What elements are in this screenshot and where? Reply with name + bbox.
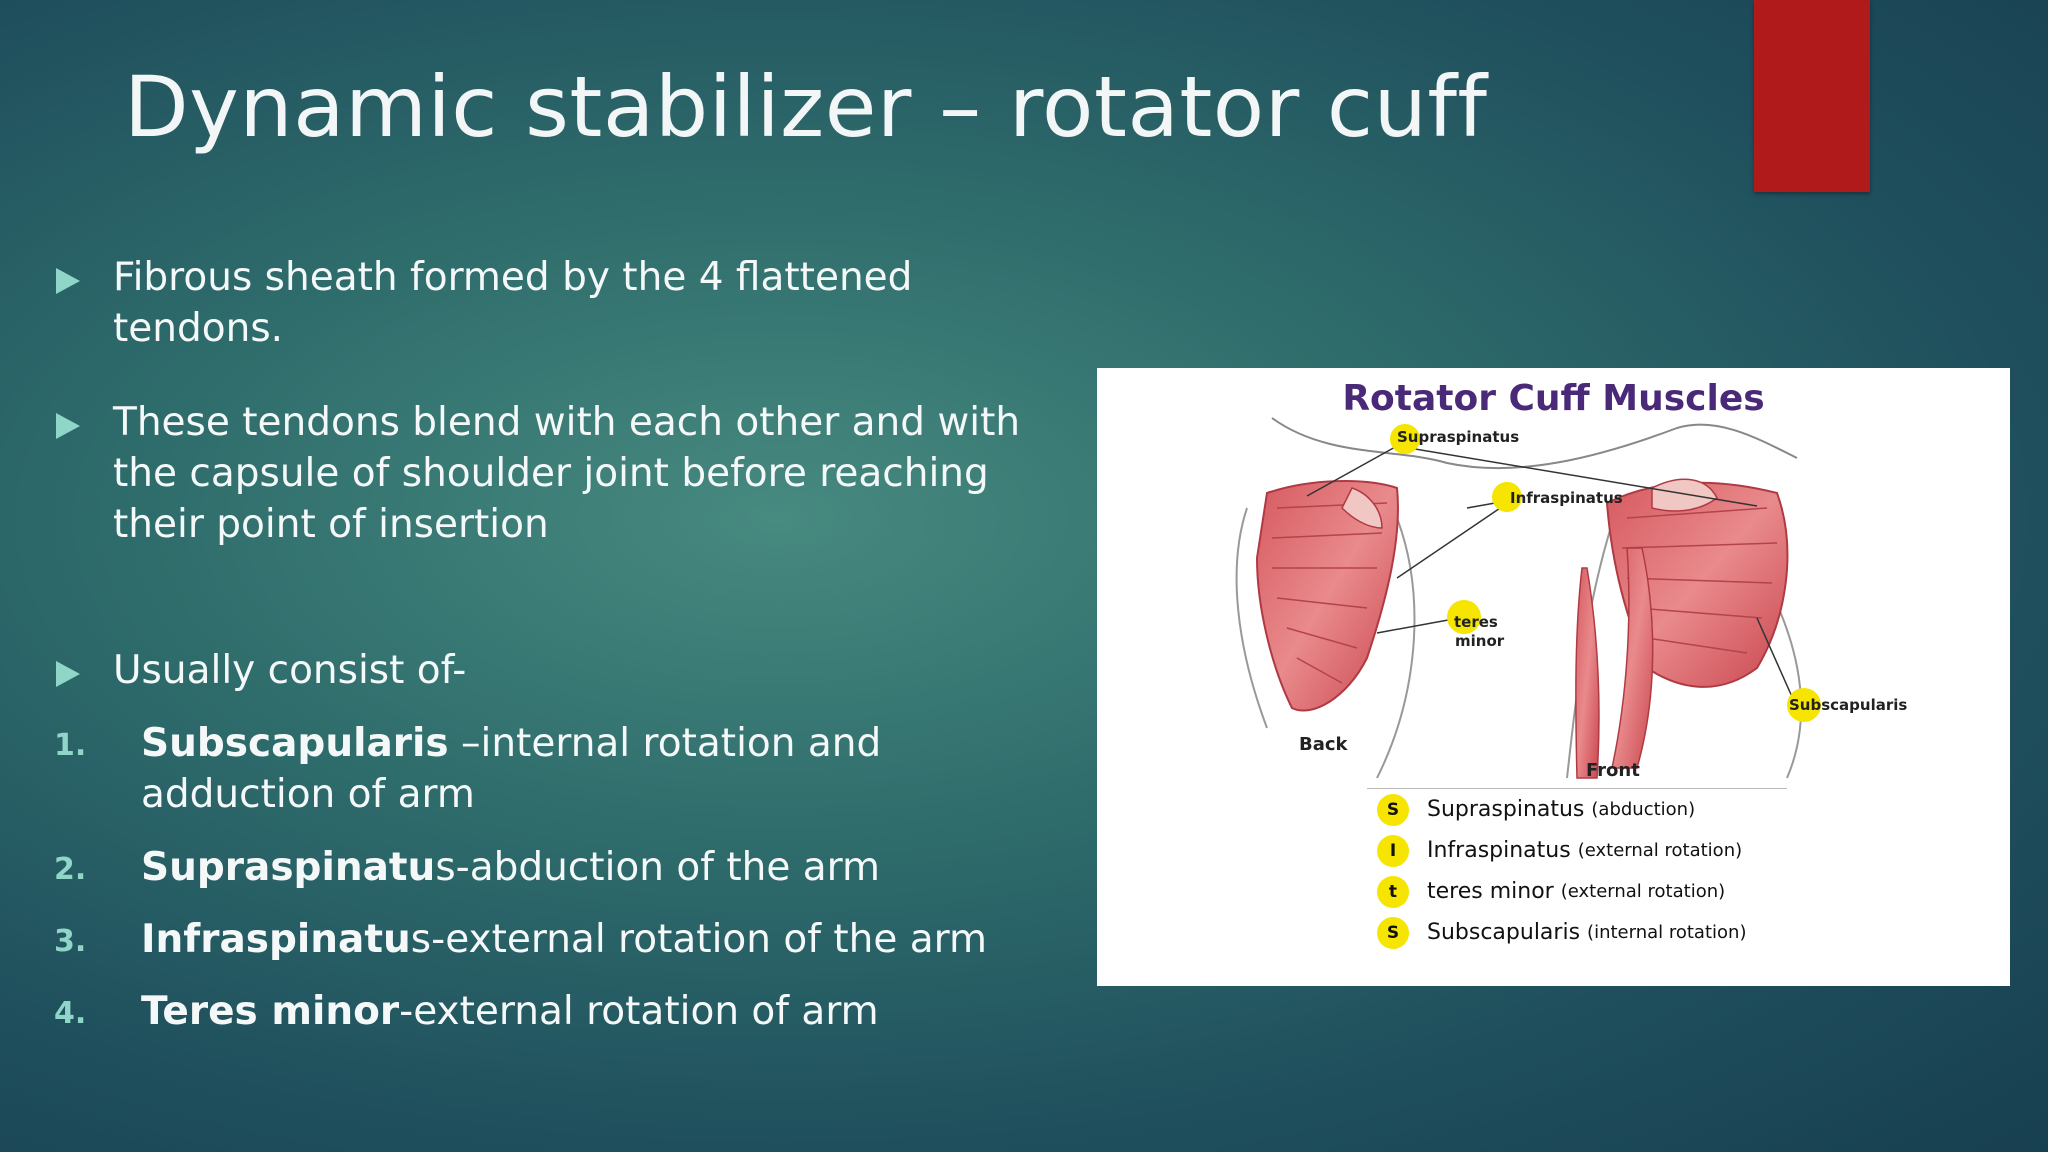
muscle-action: –internal rotation and adduction of arm [141,721,882,817]
item-number: 3. [54,924,87,959]
muscle-name: Subscapularis [141,721,449,766]
label-dot-icon [1492,482,1522,512]
legend-badge-icon: S [1377,793,1409,826]
legend-name: Supraspinatus [1427,797,1585,822]
label-minor: minor [1455,632,1505,650]
label-teres: teres [1454,613,1498,631]
item-number: 4. [54,996,87,1031]
legend-name: Subscapularis [1427,920,1581,945]
triangle-bullet-icon [56,413,80,439]
label-back: Back [1299,734,1348,755]
numbered-item: 1. Subscapularis –internal rotation and … [54,718,1084,820]
slide-title: Dynamic stabilizer – rotator cuff [124,58,1488,156]
numbered-item: 2. Supraspinatus-abduction of the arm [54,842,1084,893]
bullet-item: These tendons blend with each other and … [56,397,1086,550]
label-infraspinatus: Infraspinatus [1510,489,1623,507]
legend-badge-icon: S [1377,916,1409,949]
figure-legend: S Supraspinatus (abduction) I Infraspina… [1367,788,1787,953]
muscle-name: Infraspinatu [141,917,411,962]
triangle-bullet-icon [56,661,80,687]
legend-row: S Subscapularis (internal rotation) [1367,912,1787,953]
muscle-action: -external rotation of arm [399,989,879,1034]
label-dot-icon [1390,424,1420,454]
numbered-item: 3. Infraspinatus-external rotation of th… [54,914,1084,965]
bullet-item: Fibrous sheath formed by the 4 flattened… [56,252,1086,354]
bullet-item: Usually consist of- [56,645,1086,696]
muscle-action: s-abduction of the arm [435,845,881,890]
item-text: Subscapularis –internal rotation and add… [54,718,1084,820]
bullet-text: These tendons blend with each other and … [113,400,1021,547]
figure-title: Rotator Cuff Muscles [1342,378,1765,419]
legend-note: (internal rotation) [1587,922,1747,943]
legend-name: Infraspinatus [1427,838,1571,863]
numbered-item: 4. Teres minor-external rotation of arm [54,986,1084,1037]
label-dot-icon [1787,688,1821,722]
legend-row: I Infraspinatus (external rotation) [1367,830,1787,871]
item-text: Infraspinatus-external rotation of the a… [54,914,1084,965]
legend-note: (abduction) [1591,799,1696,820]
red-accent-bar [1754,0,1870,192]
legend-row: S Supraspinatus (abduction) [1367,789,1787,830]
legend-name: teres minor [1427,879,1554,904]
label-supraspinatus: Supraspinatus [1397,428,1520,446]
muscle-name: Supraspinatu [141,845,436,890]
item-text: Supraspinatus-abduction of the arm [54,842,1084,893]
item-text: Teres minor-external rotation of arm [54,986,1084,1037]
item-number: 2. [54,852,87,887]
legend-badge-icon: t [1377,875,1409,908]
legend-row: t teres minor (external rotation) [1367,871,1787,912]
legend-note: (external rotation) [1577,840,1743,861]
triangle-bullet-icon [56,268,80,294]
muscle-action: s-external rotation of the arm [410,917,988,962]
rotator-cuff-figure: Rotator Cuff Muscles Supraspinatus Infra… [1097,368,2010,986]
bullet-text: Fibrous sheath formed by the 4 flattened… [113,255,913,351]
label-dot-icon [1447,600,1481,634]
back-scapula-muscle [1255,480,1399,712]
label-front: Front [1586,760,1640,781]
shoulder-anatomy-illustration [1235,417,1803,779]
label-subscapularis: Subscapularis [1789,696,1908,714]
item-number: 1. [54,728,87,763]
legend-note: (external rotation) [1560,881,1726,902]
bullet-text: Usually consist of- [113,648,467,693]
legend-badge-icon: I [1377,834,1409,867]
muscle-name: Teres minor [141,989,400,1034]
